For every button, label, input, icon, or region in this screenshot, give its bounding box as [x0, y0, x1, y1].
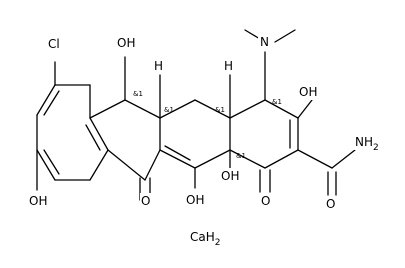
hydroxyl-c5-label: OH — [117, 36, 135, 50]
ring-b — [89, 99, 161, 181]
stereo-c4: &1 — [272, 98, 282, 106]
stereo-c12a: &1 — [236, 152, 246, 160]
stereo-c5: &1 — [133, 90, 143, 98]
stereo-descriptors: &1 &1 &1 &1 &1 — [133, 90, 282, 160]
ring-a — [36, 84, 109, 181]
hydroxyl-c3-label: OH — [299, 85, 317, 99]
h5a-label: H — [154, 59, 163, 73]
h4a-label: H — [224, 59, 233, 73]
hydrogen-bonds — [159, 74, 231, 119]
keto-c11-label: O — [141, 194, 150, 208]
ring-c — [159, 99, 231, 169]
chlorine-label: Cl — [48, 37, 60, 51]
stereo-hydrogens: H H — [154, 59, 233, 73]
stereo-c5a: &1 — [164, 106, 174, 114]
hydroxyl-c12-label: OH — [186, 193, 204, 207]
ring-d — [229, 99, 299, 169]
amide-label: NH2 — [355, 135, 379, 153]
substituent-bonds — [36, 29, 356, 201]
calcium-hydride-label: CaH2 — [190, 230, 221, 248]
hydroxyl-c12a-label: OH — [221, 169, 239, 183]
keto-c1-label: O — [261, 194, 270, 208]
atom-labels: Cl OH OH OH OH OH O O O NH2 N — [28, 34, 379, 212]
dimethylamino-label: N — [260, 35, 269, 49]
hydroxyl-c10-label: OH — [29, 194, 47, 208]
stereo-c4a: &1 — [215, 106, 225, 114]
amide-oxygen-label: O — [326, 197, 335, 211]
